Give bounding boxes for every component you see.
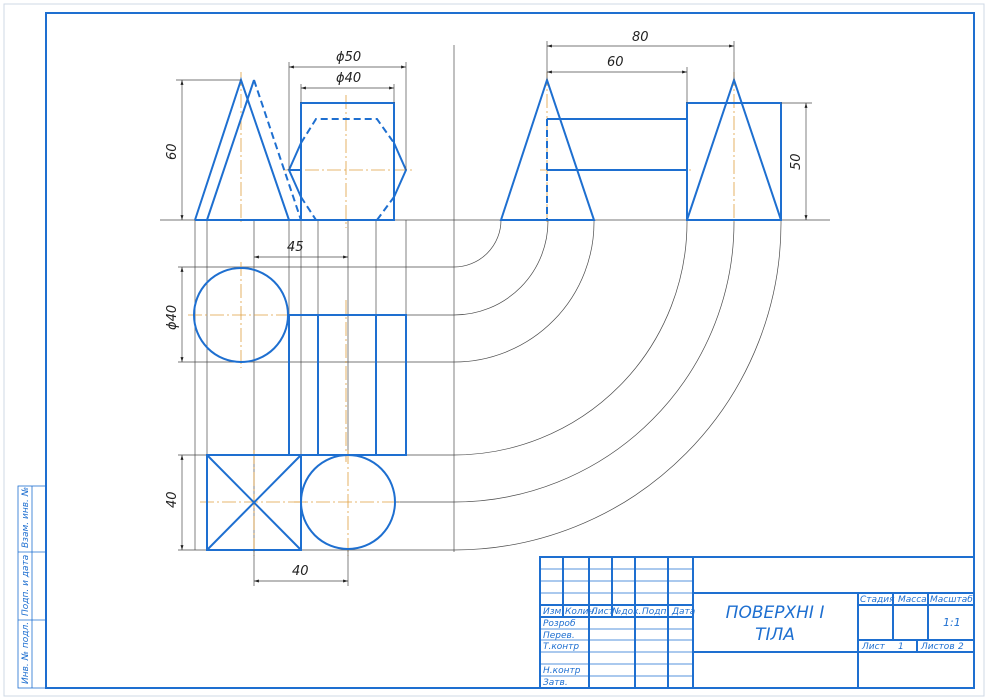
dimensions: ϕ50 ϕ40 60 80 60 50 45 ϕ40 40	[165, 30, 812, 586]
tb-role-rozrob: Розроб	[543, 619, 576, 629]
dim-w80: 80	[632, 30, 649, 45]
tb-header-izm: Изм.	[543, 607, 564, 617]
tb-scale-label: Масштаб	[930, 595, 973, 605]
dim-h50: 50	[789, 153, 804, 170]
side-stamp-box1: Инв. № подл.	[21, 622, 31, 684]
tb-header-ndok: №док.	[611, 607, 641, 617]
front-cone-left	[194, 76, 290, 221]
tb-role-nkontr: Н.контр	[543, 666, 581, 676]
top-cylinder-rect	[288, 314, 407, 456]
tb-stage-label: Стадия	[860, 595, 895, 605]
dim-w45: 45	[287, 240, 304, 255]
tb-title-line1: ПОВЕРХНІ І	[726, 603, 825, 623]
construction-lines	[178, 219, 782, 551]
dim-d40-top: ϕ40	[336, 71, 361, 86]
sheet-outer-border	[3, 3, 985, 697]
tb-title-line2: ТІЛА	[755, 625, 795, 645]
side-view	[499, 76, 782, 221]
title-block: Изм. Колич. Лист №док. Подп. Дата Розроб…	[539, 556, 975, 689]
side-stamp: Инв. № подл. Подп. и дата Взам. инв. №	[17, 485, 47, 689]
tb-mass-label: Масса	[898, 595, 927, 605]
tb-sheet-label: Лист	[861, 642, 886, 652]
tb-header-kolich: Колич.	[565, 607, 597, 617]
dim-d40-side: ϕ40	[165, 305, 180, 330]
tb-header-data: Дата	[671, 607, 695, 617]
front-cone-right	[206, 79, 255, 221]
tb-sheet-value: 1	[898, 642, 904, 652]
tb-header-podp: Подп.	[642, 607, 669, 617]
dim-h60: 60	[165, 143, 180, 160]
dim-h40: 40	[165, 491, 180, 508]
tb-sheets-label: Листов	[920, 642, 955, 652]
dim-d50: ϕ50	[336, 50, 361, 65]
front-view	[194, 76, 408, 221]
tb-role-tkontr: Т.контр	[543, 642, 579, 652]
tb-role-zatv: Затв.	[543, 678, 568, 688]
tb-header-list: Лист	[590, 607, 615, 617]
tb-scale-value: 1:1	[943, 616, 961, 629]
tb-role-perev: Перев.	[543, 631, 575, 641]
top-view	[193, 267, 407, 551]
tb-sheets-value: 2	[958, 642, 964, 652]
side-cylinder	[547, 118, 687, 171]
dim-w40: 40	[292, 564, 309, 579]
top-circle-cylinder	[300, 454, 396, 550]
dim-w60: 60	[607, 55, 624, 70]
drawing-frame	[45, 12, 975, 689]
side-prism	[686, 102, 782, 221]
side-stamp-box3: Взам. инв. №	[21, 487, 31, 548]
side-stamp-box2: Подп. и дата	[21, 555, 31, 616]
